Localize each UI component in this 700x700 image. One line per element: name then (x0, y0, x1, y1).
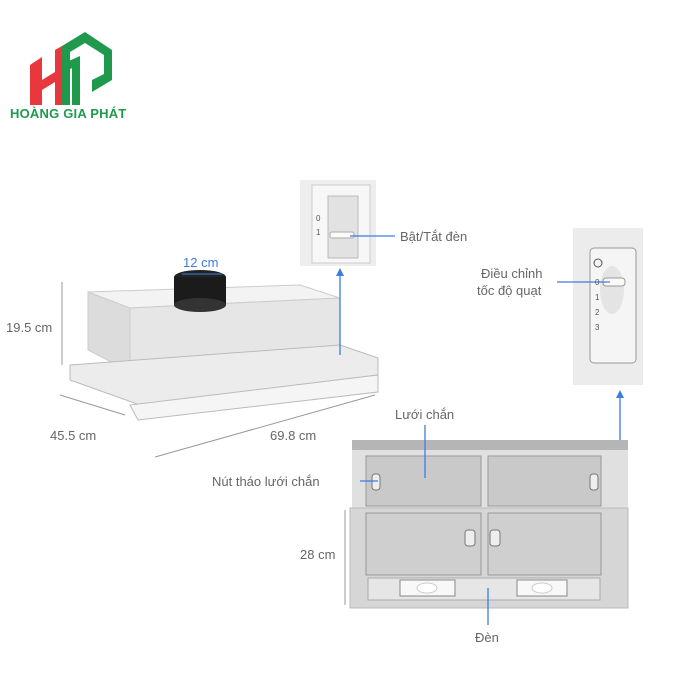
filter-label: Lưới chắn (395, 407, 455, 422)
width-label: 69.8 cm (270, 428, 317, 443)
light-switch-label: Bật/Tắt đèn (400, 229, 468, 244)
light-switch-photo (300, 180, 395, 266)
brand-name: HOÀNG GIA PHÁT (10, 106, 127, 121)
duct-diameter-label: 12 cm (183, 255, 219, 270)
filter-release-label: Nút tháo lưới chắn (212, 474, 320, 489)
brand-logo (30, 32, 112, 105)
fan-speed-3: 3 (595, 323, 600, 332)
fan-speed-0: 0 (595, 278, 600, 287)
hood-front-view (344, 425, 629, 625)
switch-position-0: 0 (316, 214, 321, 223)
depth-label: 45.5 cm (50, 428, 97, 443)
height-label: 19.5 cm (6, 320, 53, 335)
fan-control-photo (557, 228, 643, 440)
fan-speed-1: 1 (595, 293, 600, 302)
fan-speed-2: 2 (595, 308, 600, 317)
hood-iso-view (59, 268, 379, 458)
switch-position-1: 1 (316, 228, 321, 237)
light-label: Đèn (475, 630, 499, 645)
front-height-label: 28 cm (300, 547, 336, 562)
fan-control-label-2: tốc độ quạt (477, 283, 542, 298)
fan-control-label-1: Điều chỉnh (481, 266, 543, 281)
